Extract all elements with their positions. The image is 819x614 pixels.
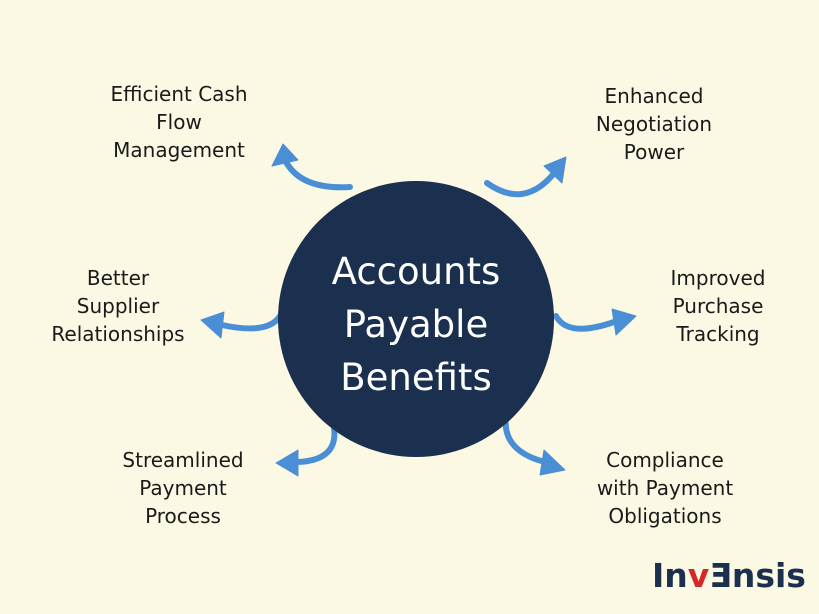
arrow-improved-purchase bbox=[553, 313, 617, 332]
invensis-logo: InvƎnsis bbox=[652, 556, 806, 596]
benefit-improved-purchase: Improved Purchase Tracking bbox=[670, 266, 766, 346]
benefit-compliance-payment: Compliance with Payment Obligations bbox=[596, 448, 734, 528]
arrow-better-supplier bbox=[219, 313, 283, 332]
benefit-enhanced-negotiation: Enhanced Negotiation Power bbox=[595, 84, 713, 164]
logo-part-in: In bbox=[652, 556, 688, 595]
arrow-efficient-cash-flow bbox=[282, 157, 353, 191]
arrow-head-compliance-payment bbox=[539, 449, 566, 476]
arrow-enhanced-negotiation bbox=[484, 169, 558, 198]
benefit-better-supplier: Better Supplier Relationships bbox=[51, 266, 185, 346]
logo-part-e: Ǝ bbox=[709, 556, 732, 595]
center-title: Accounts Payable Benefits bbox=[331, 249, 501, 399]
benefit-efficient-cash-flow: Efficient Cash Flow Management bbox=[110, 82, 248, 162]
logo-part-v: v bbox=[687, 556, 710, 595]
center-circle: Accounts Payable Benefits bbox=[278, 181, 554, 457]
logo-part-nsis: nsis bbox=[731, 556, 806, 595]
benefit-streamlined-payment: Streamlined Payment Process bbox=[122, 448, 244, 528]
